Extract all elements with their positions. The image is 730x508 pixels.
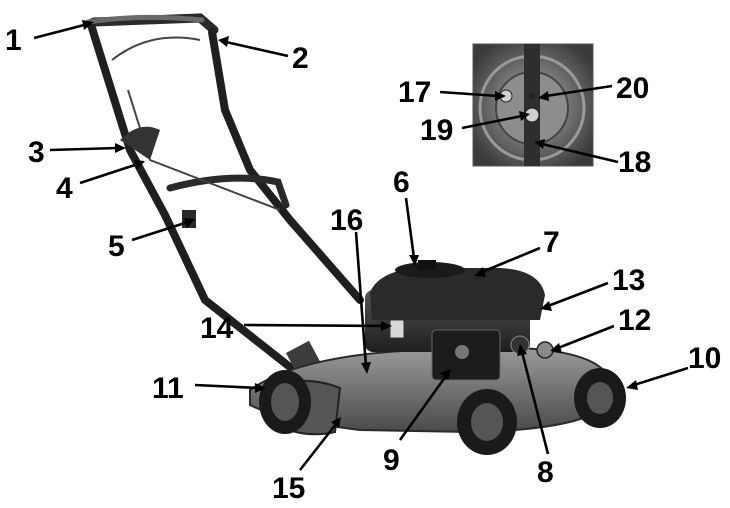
callout-5: 5 — [108, 230, 125, 263]
callout-4: 4 — [56, 172, 73, 205]
callout-8: 8 — [537, 456, 554, 489]
callout-13: 13 — [612, 264, 645, 297]
callout-7: 7 — [543, 226, 560, 259]
blade-inset — [472, 43, 594, 167]
wheel-front-left — [457, 389, 517, 455]
callout-20: 20 — [616, 72, 649, 105]
callout-17: 17 — [398, 76, 431, 109]
callout-11: 11 — [152, 372, 184, 405]
wheels — [259, 368, 626, 455]
callout-15: 15 — [272, 472, 305, 505]
callout-18: 18 — [618, 146, 651, 179]
callout-9: 9 — [383, 444, 400, 477]
mower-illustration — [85, 13, 626, 455]
callout-1: 1 — [5, 24, 22, 57]
callout-14: 14 — [200, 312, 234, 345]
wheel-rear-left — [259, 370, 311, 434]
callout-12: 12 — [618, 304, 651, 337]
callout-16: 16 — [330, 204, 363, 237]
callout-2: 2 — [292, 42, 309, 75]
callout-10: 10 — [688, 342, 721, 375]
callout-19: 19 — [420, 114, 453, 147]
callout-leaders — [33, 20, 689, 471]
callout-6: 6 — [393, 166, 410, 199]
callout-numbers: 1 2 3 4 5 6 7 8 9 10 11 12 13 14 15 16 1… — [5, 24, 721, 505]
callout-3: 3 — [28, 136, 45, 169]
engine — [365, 260, 554, 381]
wheel-front-right — [574, 368, 626, 428]
handlebar — [85, 13, 364, 382]
